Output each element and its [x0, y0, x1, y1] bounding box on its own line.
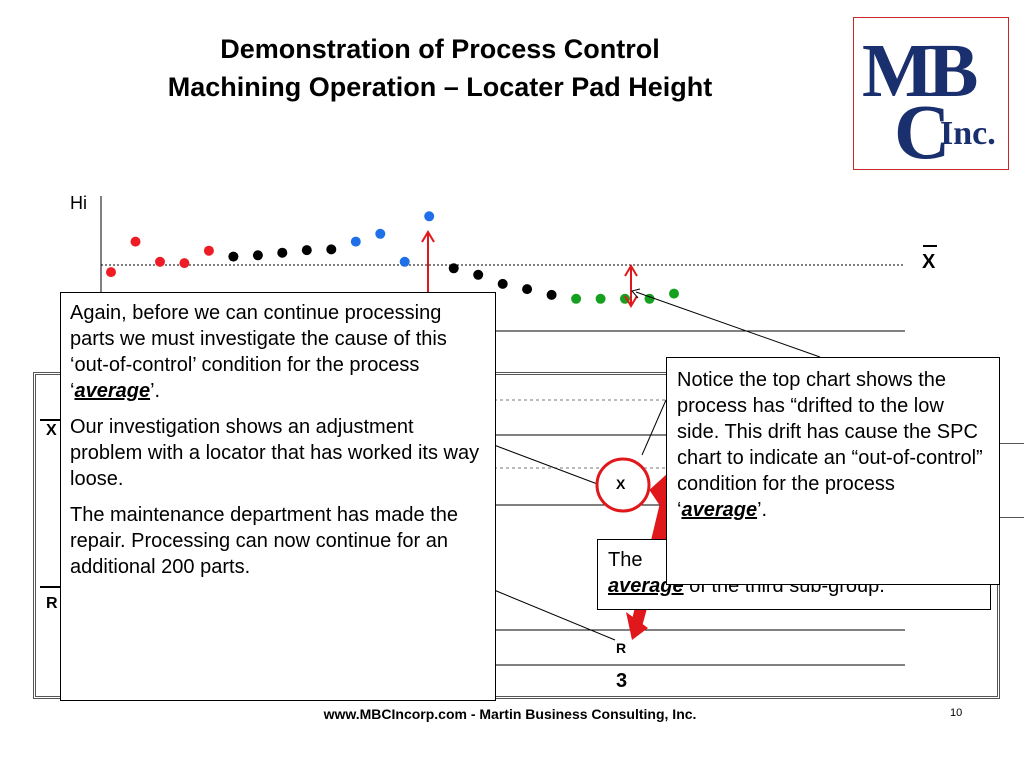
data-point [375, 228, 386, 239]
data-point [424, 211, 435, 222]
svg-text:Inc.: Inc. [940, 115, 996, 152]
mbc-logo-icon: MB C Inc. [862, 29, 996, 175]
data-point [399, 256, 410, 267]
data-point [106, 267, 116, 278]
data-point [350, 236, 361, 247]
connector-line [493, 589, 616, 641]
right-callout: Notice the top chart shows the process h… [666, 357, 1000, 585]
data-point [595, 293, 606, 304]
left-callout-p1: Again, before we can continue processing… [70, 300, 486, 404]
left-edge-r-label: R [46, 595, 58, 612]
arrow-head-down-icon [624, 295, 638, 308]
data-point [277, 247, 288, 258]
right-text: Notice the top chart shows the process h… [677, 369, 983, 521]
subgroup-number: 3 [616, 670, 628, 692]
page-number: 10 [950, 707, 963, 719]
highlight-circle [595, 457, 651, 513]
data-point [228, 251, 239, 262]
data-point [669, 288, 679, 299]
left-edge-x-label: X [46, 422, 57, 439]
right-callout-text: Notice the top chart shows the process h… [677, 367, 989, 523]
data-point [252, 250, 263, 261]
data-point [203, 245, 214, 256]
left-callout-p3: The maintenance department has made the … [70, 504, 459, 578]
title-line-2: Machining Operation – Locater Pad Height [167, 72, 713, 102]
left-p1-end: ’. [150, 380, 161, 402]
right-emphasis: average [681, 499, 758, 521]
circle-x-label: X [616, 476, 626, 492]
arrow-head-up-icon [624, 264, 638, 277]
svg-text:C: C [894, 88, 950, 169]
xbar-label: X [922, 245, 938, 273]
data-point [546, 289, 557, 300]
title-line-1: Demonstration of Process Control [220, 34, 660, 64]
data-point [497, 278, 508, 289]
mbc-logo: MB C Inc. [853, 17, 1009, 175]
pointer-arrow-icon [631, 288, 641, 299]
mid-emphasis: average [608, 575, 684, 597]
data-point [448, 263, 459, 274]
mid-callout-line1: The [608, 547, 980, 573]
left-callout-p2: Our investigation shows an adjustment pr… [70, 416, 480, 490]
left-p1-emphasis: average [74, 380, 151, 402]
data-point [326, 244, 337, 255]
footer-text: www.MBCIncorp.com - Martin Business Cons… [323, 706, 697, 722]
data-point [301, 245, 312, 256]
data-point [473, 269, 484, 280]
data-point [571, 293, 582, 304]
data-point [522, 284, 533, 295]
left-p1-text: Again, before we can continue processing… [70, 302, 447, 402]
data-point [155, 256, 165, 267]
y-axis-hi-label: Hi [70, 193, 87, 213]
data-point [130, 236, 141, 247]
mid-line1-text: The [608, 549, 643, 571]
red-arrow-head-icon [626, 612, 648, 640]
connector-line [493, 444, 601, 486]
r-chart-label: R [616, 640, 627, 656]
arrow-head-up-icon [421, 230, 435, 243]
slide-title: Demonstration of Process Control Machini… [60, 30, 820, 106]
right-text-end: ’. [757, 499, 768, 521]
connector-line [641, 399, 667, 456]
connector-line [635, 291, 821, 358]
data-points [106, 211, 679, 304]
data-point [179, 258, 190, 269]
svg-text:MB: MB [862, 29, 977, 113]
left-callout: Again, before we can continue processing… [60, 292, 496, 701]
